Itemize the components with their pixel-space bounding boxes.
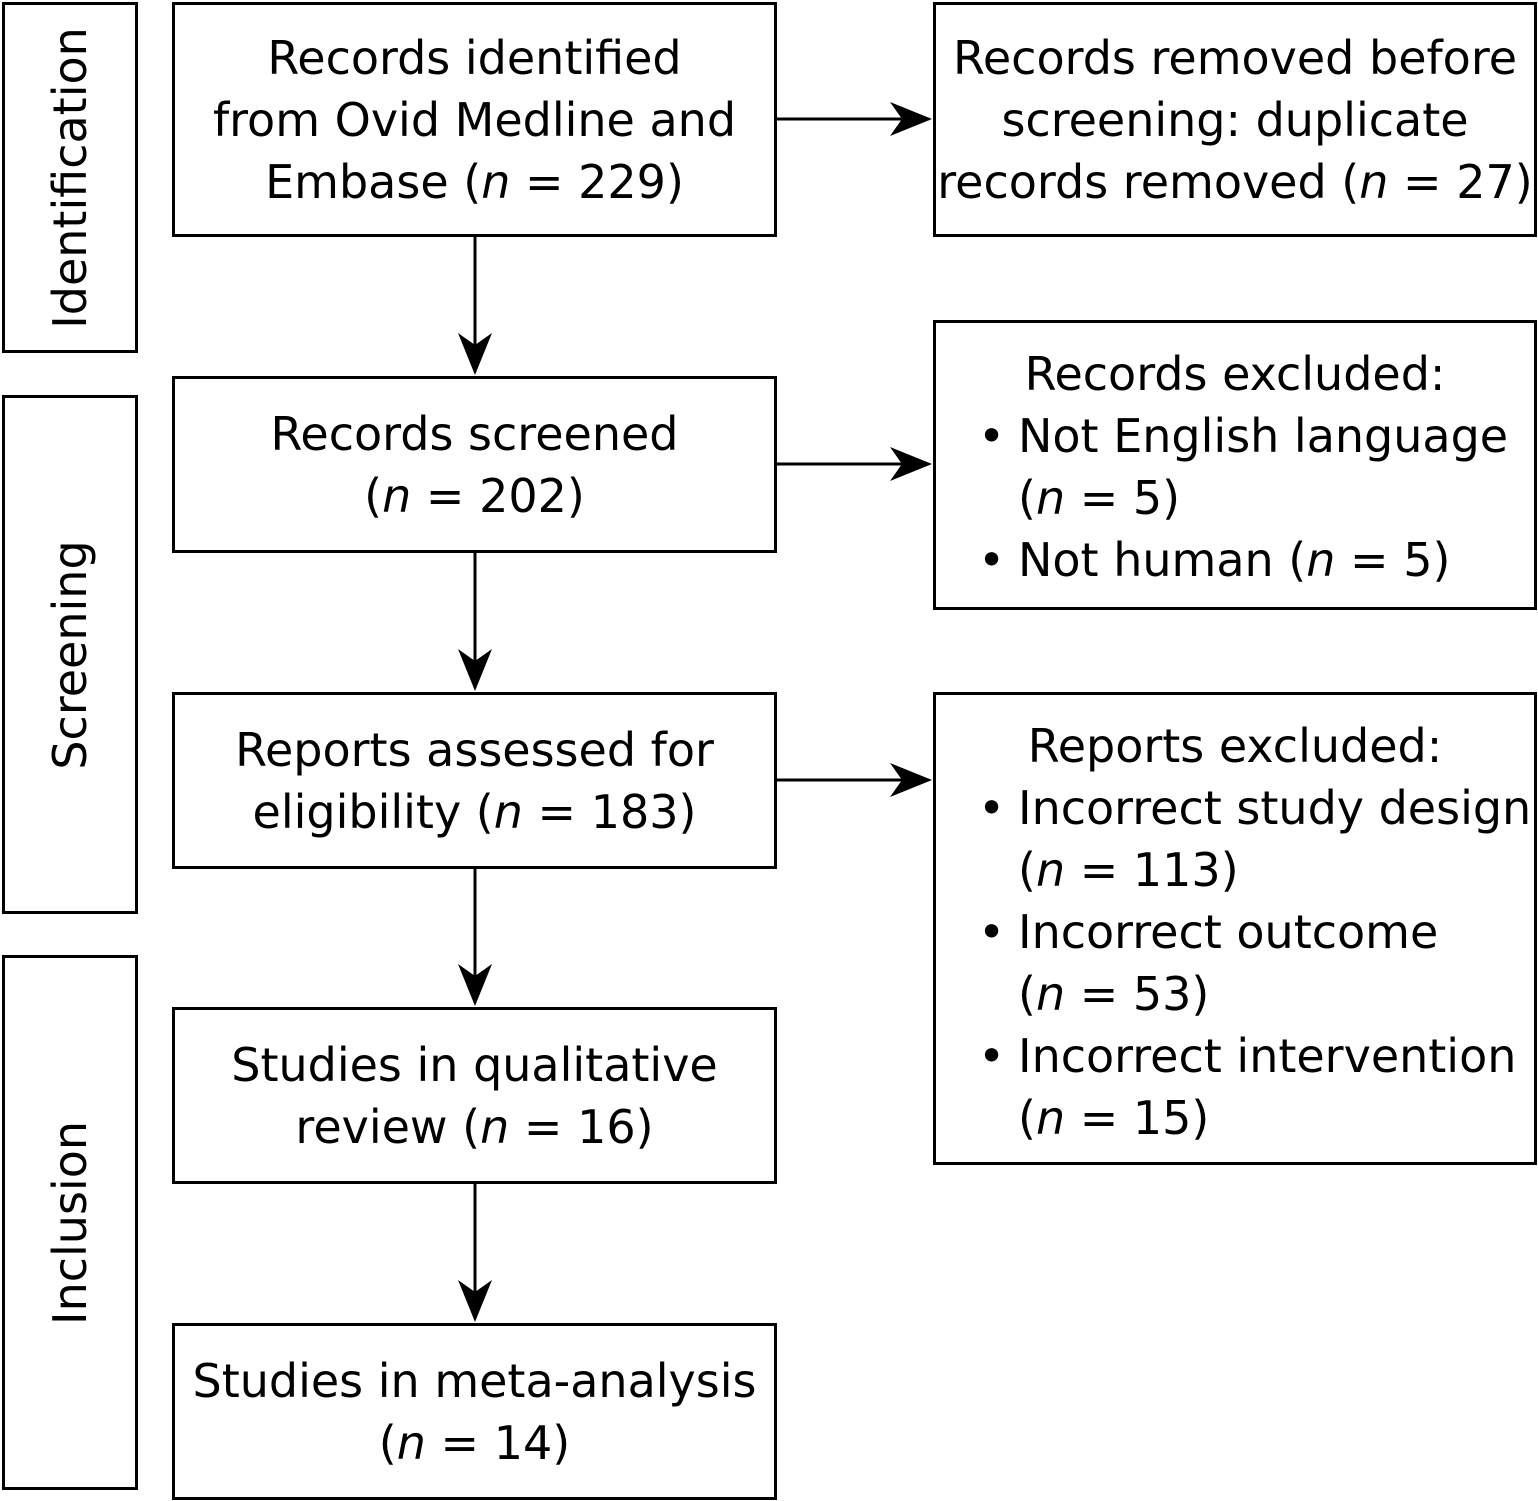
bullet-icon: • [978,1029,1006,1083]
bullet-icon: • [978,781,1006,835]
records-identified-box: Records identified from Ovid Medline and… [172,2,777,237]
reports-excluded-title: Reports excluded: [1027,719,1443,773]
bullet-icon: • [978,409,1006,463]
reports-assessed-line2: eligibility (n = 183) [252,784,697,839]
records-excluded-title: Records excluded: [1024,347,1446,401]
reports-excluded-list: • Incorrect study design (n = 113) • Inc… [936,777,1534,1149]
arrowhead [890,447,932,481]
duplicates-removed-line2: screening: duplicate [1001,92,1469,147]
reports-assessed-line1: Reports assessed for [235,722,714,777]
records-screened-line1: Records screened [270,406,679,461]
arrowhead [458,964,492,1006]
records-identified-line2: from Ovid Medline and [212,92,737,147]
meta-analysis-line1: Studies in meta-analysis [192,1353,757,1408]
arrowhead [890,102,932,136]
arrowhead [458,333,492,375]
bullet-icon: • [978,533,1006,587]
records-screened-box: Records screened (n = 202) [172,376,777,553]
meta-analysis-box: Studies in meta-analysis (n = 14) [172,1323,777,1500]
qualitative-review-box: Studies in qualitative review (n = 16) [172,1007,777,1184]
stage-screening: Screening [2,395,138,914]
records-excluded-item: • Not human (n = 5) [936,529,1534,591]
records-excluded-box: Records excluded: • Not English language… [933,320,1537,610]
records-screened-line2: (n = 202) [364,468,585,523]
qualitative-review-line1: Studies in qualitative [231,1037,718,1092]
reports-assessed-box: Reports assessed for eligibility (n = 18… [172,692,777,869]
duplicates-removed-line1: Records removed before [952,30,1518,85]
reports-excluded-item: • Incorrect study design (n = 113) [936,777,1534,901]
arrowhead [458,1280,492,1322]
meta-analysis-line2: (n = 14) [378,1415,571,1470]
qualitative-review-line2: review (n = 16) [295,1099,654,1154]
stage-identification: Identification [2,2,138,353]
bullet-icon: • [978,905,1006,959]
records-excluded-list: • Not English language (n = 5) • Not hum… [936,405,1534,591]
reports-excluded-item: • Incorrect intervention (n = 15) [936,1025,1534,1149]
reports-excluded-item: • Incorrect outcome (n = 53) [936,901,1534,1025]
arrowhead [458,649,492,691]
records-identified-line1: Records identified [267,30,682,85]
records-excluded-item: • Not English language (n = 5) [936,405,1534,529]
reports-excluded-box: Reports excluded: • Incorrect study desi… [933,692,1537,1165]
stage-inclusion: Inclusion [2,955,138,1490]
duplicates-removed-box: Records removed before screening: duplic… [933,2,1537,237]
records-identified-line3: Embase (n = 229) [265,154,684,209]
duplicates-removed-line3: records removed (n = 27) [937,154,1533,209]
arrowhead [890,763,932,797]
